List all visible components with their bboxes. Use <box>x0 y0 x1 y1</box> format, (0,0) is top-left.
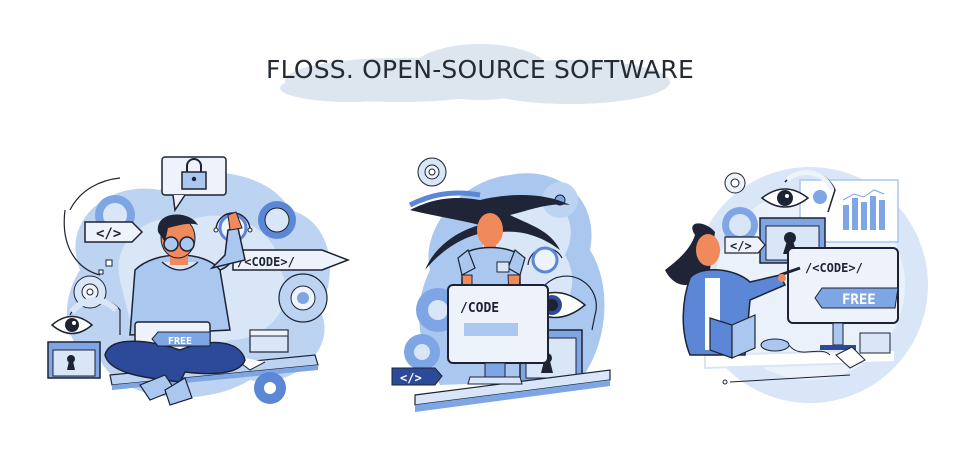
free-tag: FREE <box>151 331 211 347</box>
eye-icon <box>760 188 810 208</box>
mouse-icon <box>760 338 831 356</box>
svg-text:/<CODE>/: /<CODE>/ <box>805 261 863 275</box>
eye-icon <box>50 315 94 335</box>
man-figure <box>104 211 246 406</box>
gear-icon <box>278 273 328 323</box>
monitor-icon: /<CODE>/ FREE <box>787 247 899 350</box>
title-cloud-background <box>280 44 670 104</box>
svg-text:</>: </> <box>400 371 422 385</box>
box-icon <box>249 329 289 353</box>
gear-icon <box>254 372 286 404</box>
svg-text:/CODE: /CODE <box>460 301 499 316</box>
lock-icon <box>161 156 227 213</box>
code-banner: /<CODE>/ <box>232 249 351 271</box>
monitor-icon: /CODE <box>447 284 549 385</box>
scene-woman-with-monitor: /CODE </> <box>380 140 620 420</box>
code-tag-icon: </> <box>84 221 144 243</box>
keyhole-icon <box>47 341 101 379</box>
svg-text:FREE: FREE <box>168 336 192 347</box>
gear-icon <box>258 201 296 239</box>
header: FLOSS. OPEN-SOURCE SOFTWARE <box>0 0 960 130</box>
scene-man-with-laptop: </> /<CODE>/ <box>40 150 360 420</box>
svg-text:</>: </> <box>96 226 121 242</box>
target-icon <box>724 172 746 194</box>
woman-figure <box>665 223 801 356</box>
book-icon <box>709 314 756 359</box>
code-tag-icon: </> <box>391 367 443 386</box>
scene-woman-presenting: </> /<CODE>/ FREE <box>650 150 940 410</box>
svg-text:FREE: FREE <box>842 292 876 308</box>
code-tag-icon: </> <box>724 236 766 254</box>
page-title: FLOSS. OPEN-SOURCE SOFTWARE <box>266 55 694 84</box>
target-icon <box>417 157 447 187</box>
svg-text:</>: </> <box>730 239 752 253</box>
target-icon <box>527 246 563 274</box>
gear-icon <box>722 207 758 243</box>
gear-icon <box>404 288 460 370</box>
svg-text:/<CODE>/: /<CODE>/ <box>237 255 295 269</box>
